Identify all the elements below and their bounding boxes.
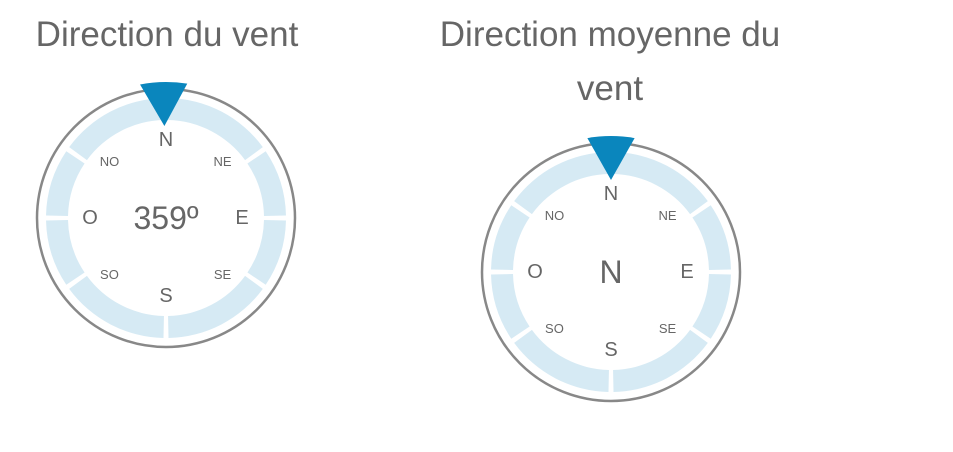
compass-ring-segment xyxy=(491,205,530,270)
compass-label-no: NO xyxy=(100,154,120,169)
compass-ring-segment xyxy=(247,220,286,285)
compass-ring-segment xyxy=(514,152,609,215)
compass-label-n: N xyxy=(604,183,618,205)
compass-label-e: E xyxy=(235,207,248,229)
compass-ring-segment xyxy=(491,274,530,339)
direction-pointer-icon xyxy=(140,82,188,127)
compass-label-so: SO xyxy=(100,267,119,282)
compass-label-s: S xyxy=(604,339,617,361)
compass-ring-segment xyxy=(692,274,731,339)
compass-label-so: SO xyxy=(545,321,564,336)
compass-ring-segment xyxy=(168,275,263,338)
wind-direction-compass: N NE E SE S SO O NO 359º xyxy=(35,82,297,349)
compass-ring-segment xyxy=(46,151,85,216)
compass-ring-segment xyxy=(69,275,164,338)
compass-label-o: O xyxy=(527,261,543,283)
compass-label-n: N xyxy=(159,129,173,151)
compass-ring-segment xyxy=(168,98,263,161)
compass-ring-segment xyxy=(247,151,286,216)
average-wind-direction-compass: N NE E SE S SO O NO N xyxy=(480,136,742,403)
wind-direction-title: Direction du vent xyxy=(35,15,299,54)
compass-ring-segment xyxy=(46,220,85,285)
compass-label-o: O xyxy=(82,207,98,229)
compass-ring-segment xyxy=(69,98,164,161)
compass-ring-segment xyxy=(514,329,609,392)
direction-pointer-icon xyxy=(587,136,635,180)
compass-label-se: SE xyxy=(214,267,232,282)
compass-label-no: NO xyxy=(545,208,565,223)
compass-ring-segment xyxy=(613,329,708,392)
compass-label-ne: NE xyxy=(659,208,677,223)
compass-ring-segment xyxy=(692,205,731,270)
compass-center-value: N xyxy=(599,254,622,290)
compass-label-ne: NE xyxy=(214,154,232,169)
compass-label-se: SE xyxy=(659,321,677,336)
compass-ring-segment xyxy=(613,152,708,215)
average-wind-direction-title: Direction moyenne du vent xyxy=(439,15,781,108)
compass-label-e: E xyxy=(680,261,693,283)
compass-label-s: S xyxy=(159,285,172,307)
compass-center-value: 359º xyxy=(133,200,198,236)
